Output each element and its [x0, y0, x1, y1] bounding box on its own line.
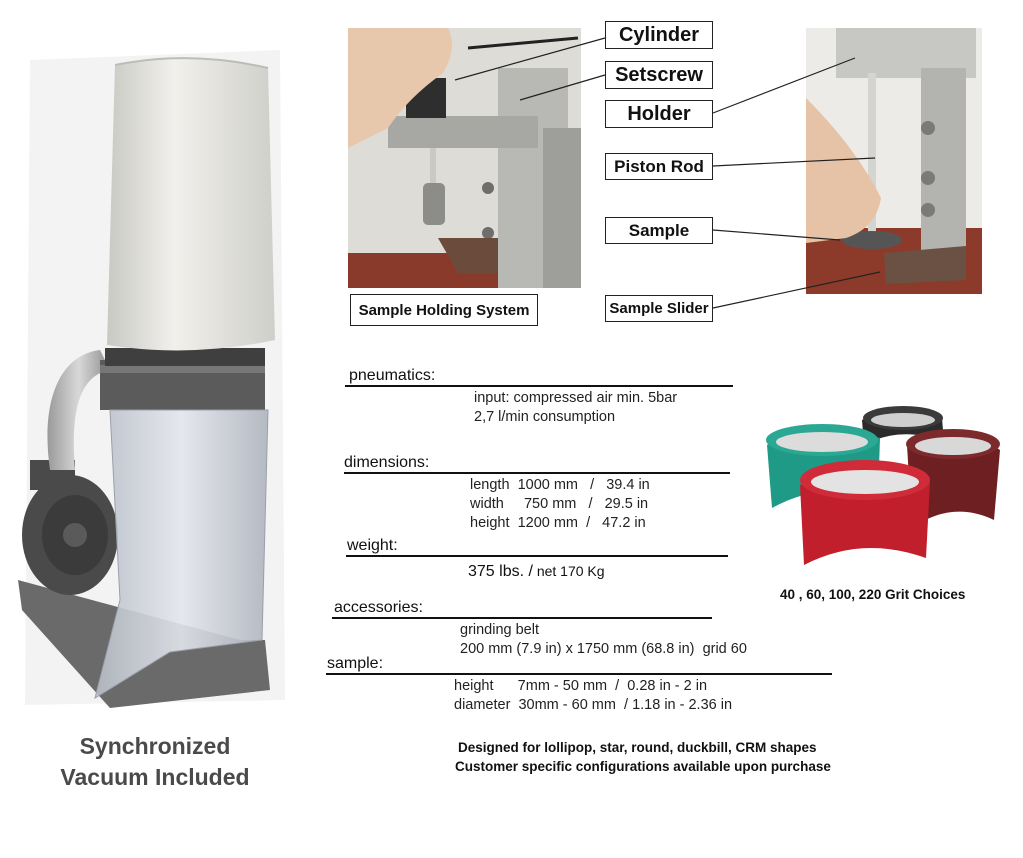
accessories-heading: accessories: — [334, 599, 423, 616]
design-note-custom: Customer specific configurations availab… — [455, 759, 831, 774]
vacuum-caption-line1: Synchronized — [79, 733, 231, 759]
belt-red — [800, 460, 930, 565]
pneumatics-row: input: compressed air min. 5bar — [474, 390, 678, 406]
pneumatics-heading: pneumatics: — [349, 367, 436, 384]
accessories-row: grinding belt — [460, 622, 539, 638]
piston-detail-photo — [806, 28, 982, 294]
belt-black — [862, 406, 944, 445]
sample-slider-label: Sample Slider — [605, 295, 713, 322]
weight-value: 375 lbs. / net 170 Kg — [468, 563, 605, 581]
sample-row: diameter 30mm - 60 mm / 1.18 in - 2.36 i… — [454, 697, 733, 713]
pneumatics-rule — [345, 385, 733, 387]
sample-holding-photo — [348, 28, 581, 288]
vacuum-caption-line2: Vacuum Included — [60, 764, 250, 790]
dimensions-row: height 1200 mm / 47.2 in — [470, 515, 646, 531]
dimensions-row: width 750 mm / 29.5 in — [470, 496, 649, 512]
grit-choices-caption: 40 , 60, 100, 220 Grit Choices — [780, 587, 966, 602]
accessories-rule — [332, 617, 712, 619]
sample-row: height 7mm - 50 mm / 0.28 in - 2 in — [454, 678, 708, 694]
design-note-shapes: Designed for lollipop, star, round, duck… — [458, 740, 817, 755]
grinding-belts-image — [766, 406, 1000, 565]
dimensions-heading: dimensions: — [344, 454, 430, 471]
accessories-row: 200 mm (7.9 in) x 1750 mm (68.8 in) grid… — [460, 641, 747, 657]
belt-maroon — [906, 429, 1000, 528]
weight-heading: weight: — [347, 537, 398, 554]
weight-rule — [346, 555, 728, 557]
weight-main: 375 lbs. / — [468, 563, 533, 580]
cylinder-label: Cylinder — [605, 21, 713, 49]
sample-holding-system-label: Sample Holding System — [350, 294, 538, 326]
pneumatics-row: 2,7 l/min consumption — [474, 409, 616, 425]
dimensions-row: length 1000 mm / 39.4 in — [470, 477, 650, 493]
sample-rule — [326, 673, 832, 675]
dust-collector-image — [18, 50, 285, 708]
dimensions-rule — [344, 472, 730, 474]
holder-label: Holder — [605, 100, 713, 128]
design-notes: Designed for lollipop, star, round, duck… — [455, 738, 895, 776]
setscrew-label: Setscrew — [605, 61, 713, 89]
piston-rod-label: Piston Rod — [605, 153, 713, 180]
sample-heading: sample: — [327, 655, 384, 672]
weight-net: net 170 Kg — [532, 563, 605, 579]
sample-label: Sample — [605, 217, 713, 244]
